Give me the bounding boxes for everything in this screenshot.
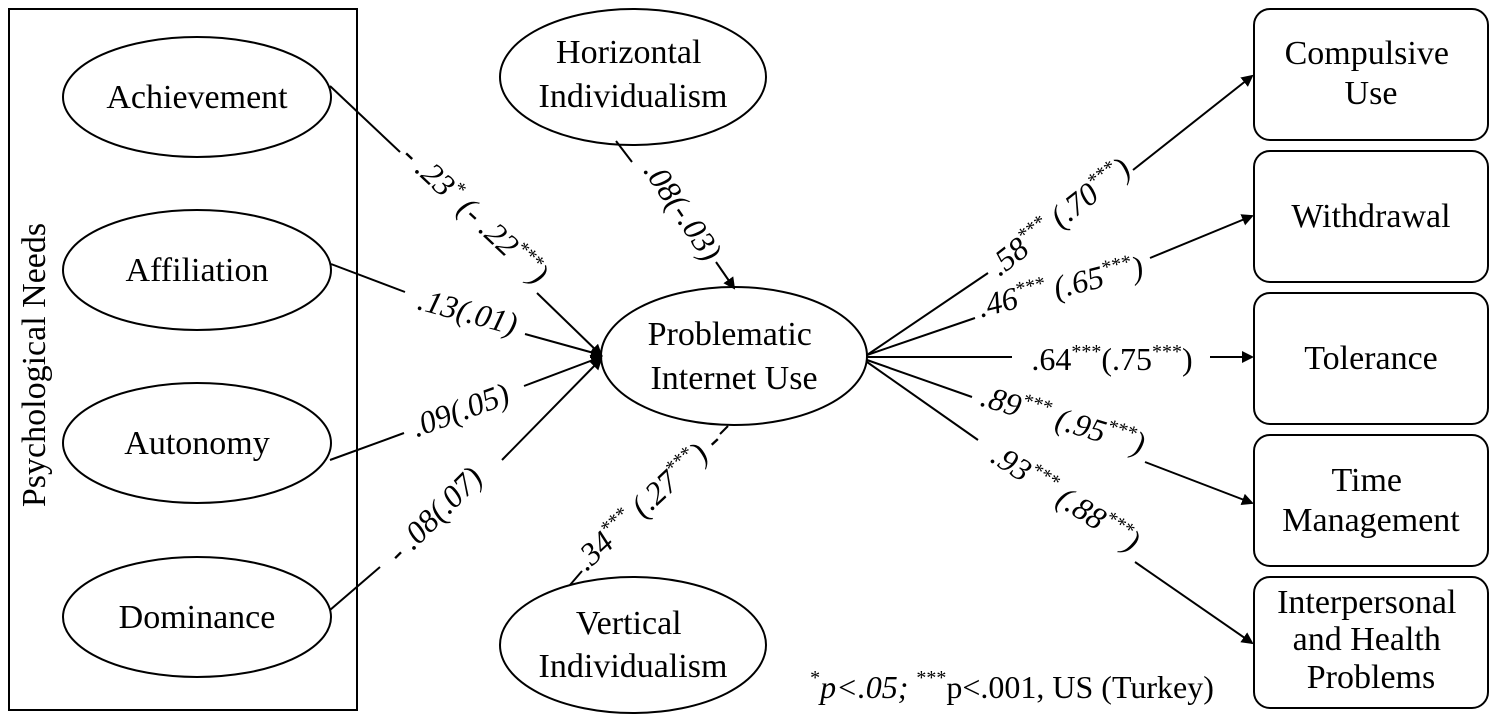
svg-text:Affiliation: Affiliation [126,252,269,289]
need-affiliation: Affiliation [62,209,332,331]
coef-horizontal: .08(-.03) [637,154,729,267]
path-line-compulsive-a [866,272,989,356]
path-line-achievement-b [536,292,603,357]
svg-text:Dominance: Dominance [119,599,276,636]
vertical-line-1: Vertical [576,605,682,642]
svg-text:Achievement: Achievement [106,79,288,116]
problematic-internet-use-node: Problematic Internet Use [600,286,868,426]
path-line-interpersonal-b [1134,561,1254,645]
coef-tolerance: .64***(.75***) [1031,341,1192,377]
interpersonal-line-1: Interpersonal [1277,584,1456,621]
psychological-needs-label: Psychological Needs [16,223,53,507]
coef-affiliation: .13(.01) [414,281,521,342]
svg-text:Problematic Internet Use: Problematic Internet Use [648,316,821,397]
vertical-individualism-node: Vertical Individualism [499,576,767,714]
need-affiliation-label: Affiliation [126,252,269,289]
path-line-interpersonal-a [866,361,979,441]
withdrawal-line-1: Withdrawal [1291,198,1450,235]
path-line-affiliation-a [330,263,406,293]
need-achievement: Achievement [62,36,332,158]
interpersonal-line-2: and Health [1293,621,1441,658]
path-line-autonomy-a [329,432,405,461]
tolerance-line-1: Tolerance [1304,340,1438,377]
svg-text:Withdrawal: Withdrawal [1291,198,1450,235]
center-line-2: Internet Use [650,360,817,397]
svg-text:Compulsive Use: Compulsive Use [1285,35,1458,112]
path-line-compulsive-b [1132,74,1254,171]
need-autonomy: Autonomy [62,382,332,504]
path-line-time-b [1144,461,1254,506]
svg-text:Time Management: Time Management [1282,462,1460,539]
path-line-withdrawal-a [866,317,976,356]
interpersonal-line-3: Problems [1307,659,1435,696]
path-line-dominance-a [329,566,381,611]
center-line-1: Problematic [648,316,812,353]
horizontal-line-2: Individualism [539,78,728,115]
coef-interpersonal: .93*** (.88***) [985,437,1147,559]
svg-text:Autonomy: Autonomy [124,425,269,462]
outcome-interpersonal-health: Interpersonal and Health Problems [1253,576,1489,709]
path-line-time-a [866,359,973,398]
path-line-withdrawal-b [1149,214,1254,259]
horizontal-line-1: Horizontal [556,34,701,71]
need-dominance: Dominance [62,556,332,678]
coef-vertical: .34*** (.27***) - [566,423,728,578]
path-line-vertical-b [719,425,729,435]
path-line-affiliation-b [524,333,603,359]
coef-dominance: - .08(.07) [379,459,489,569]
compulsive-line-2: Use [1345,75,1398,112]
path-line-horizontal-b [715,261,736,290]
significance-note: *p<.05; ***p<.001, US (Turkey) [810,667,1214,705]
outcome-compulsive-use: Compulsive Use [1253,8,1489,141]
svg-text:Horizontal Individualism: Horizontal Individualism [539,34,728,115]
svg-text:Interpersonal and Health: Interpersonal and Health Problems [1277,584,1465,696]
path-line-autonomy-b [523,354,603,387]
time-line-2: Management [1282,502,1460,539]
psychological-needs-box [8,8,358,711]
horizontal-individualism-node: Horizontal Individualism [499,8,767,146]
vertical-line-2: Individualism [539,648,728,685]
need-achievement-label: Achievement [106,79,288,116]
svg-text:Vertical Individualism: Vertical Individualism [539,605,728,685]
path-line-achievement-a [329,85,401,153]
coef-autonomy: .09(.05) [406,375,514,443]
outcome-tolerance: Tolerance [1253,292,1489,425]
path-line-horizontal-a [615,140,633,163]
need-autonomy-label: Autonomy [124,425,269,462]
outcome-withdrawal: Withdrawal [1253,150,1489,283]
coef-achievement: - .23* (- .22***) [395,137,556,291]
time-line-1: Time [1331,462,1402,499]
need-dominance-label: Dominance [119,599,276,636]
path-line-dominance-b [501,357,603,461]
outcome-time-management: Time Management [1253,434,1489,567]
path-line-vertical-a [569,570,583,586]
svg-text:Tolerance: Tolerance [1304,340,1438,377]
compulsive-line-1: Compulsive [1285,35,1449,72]
